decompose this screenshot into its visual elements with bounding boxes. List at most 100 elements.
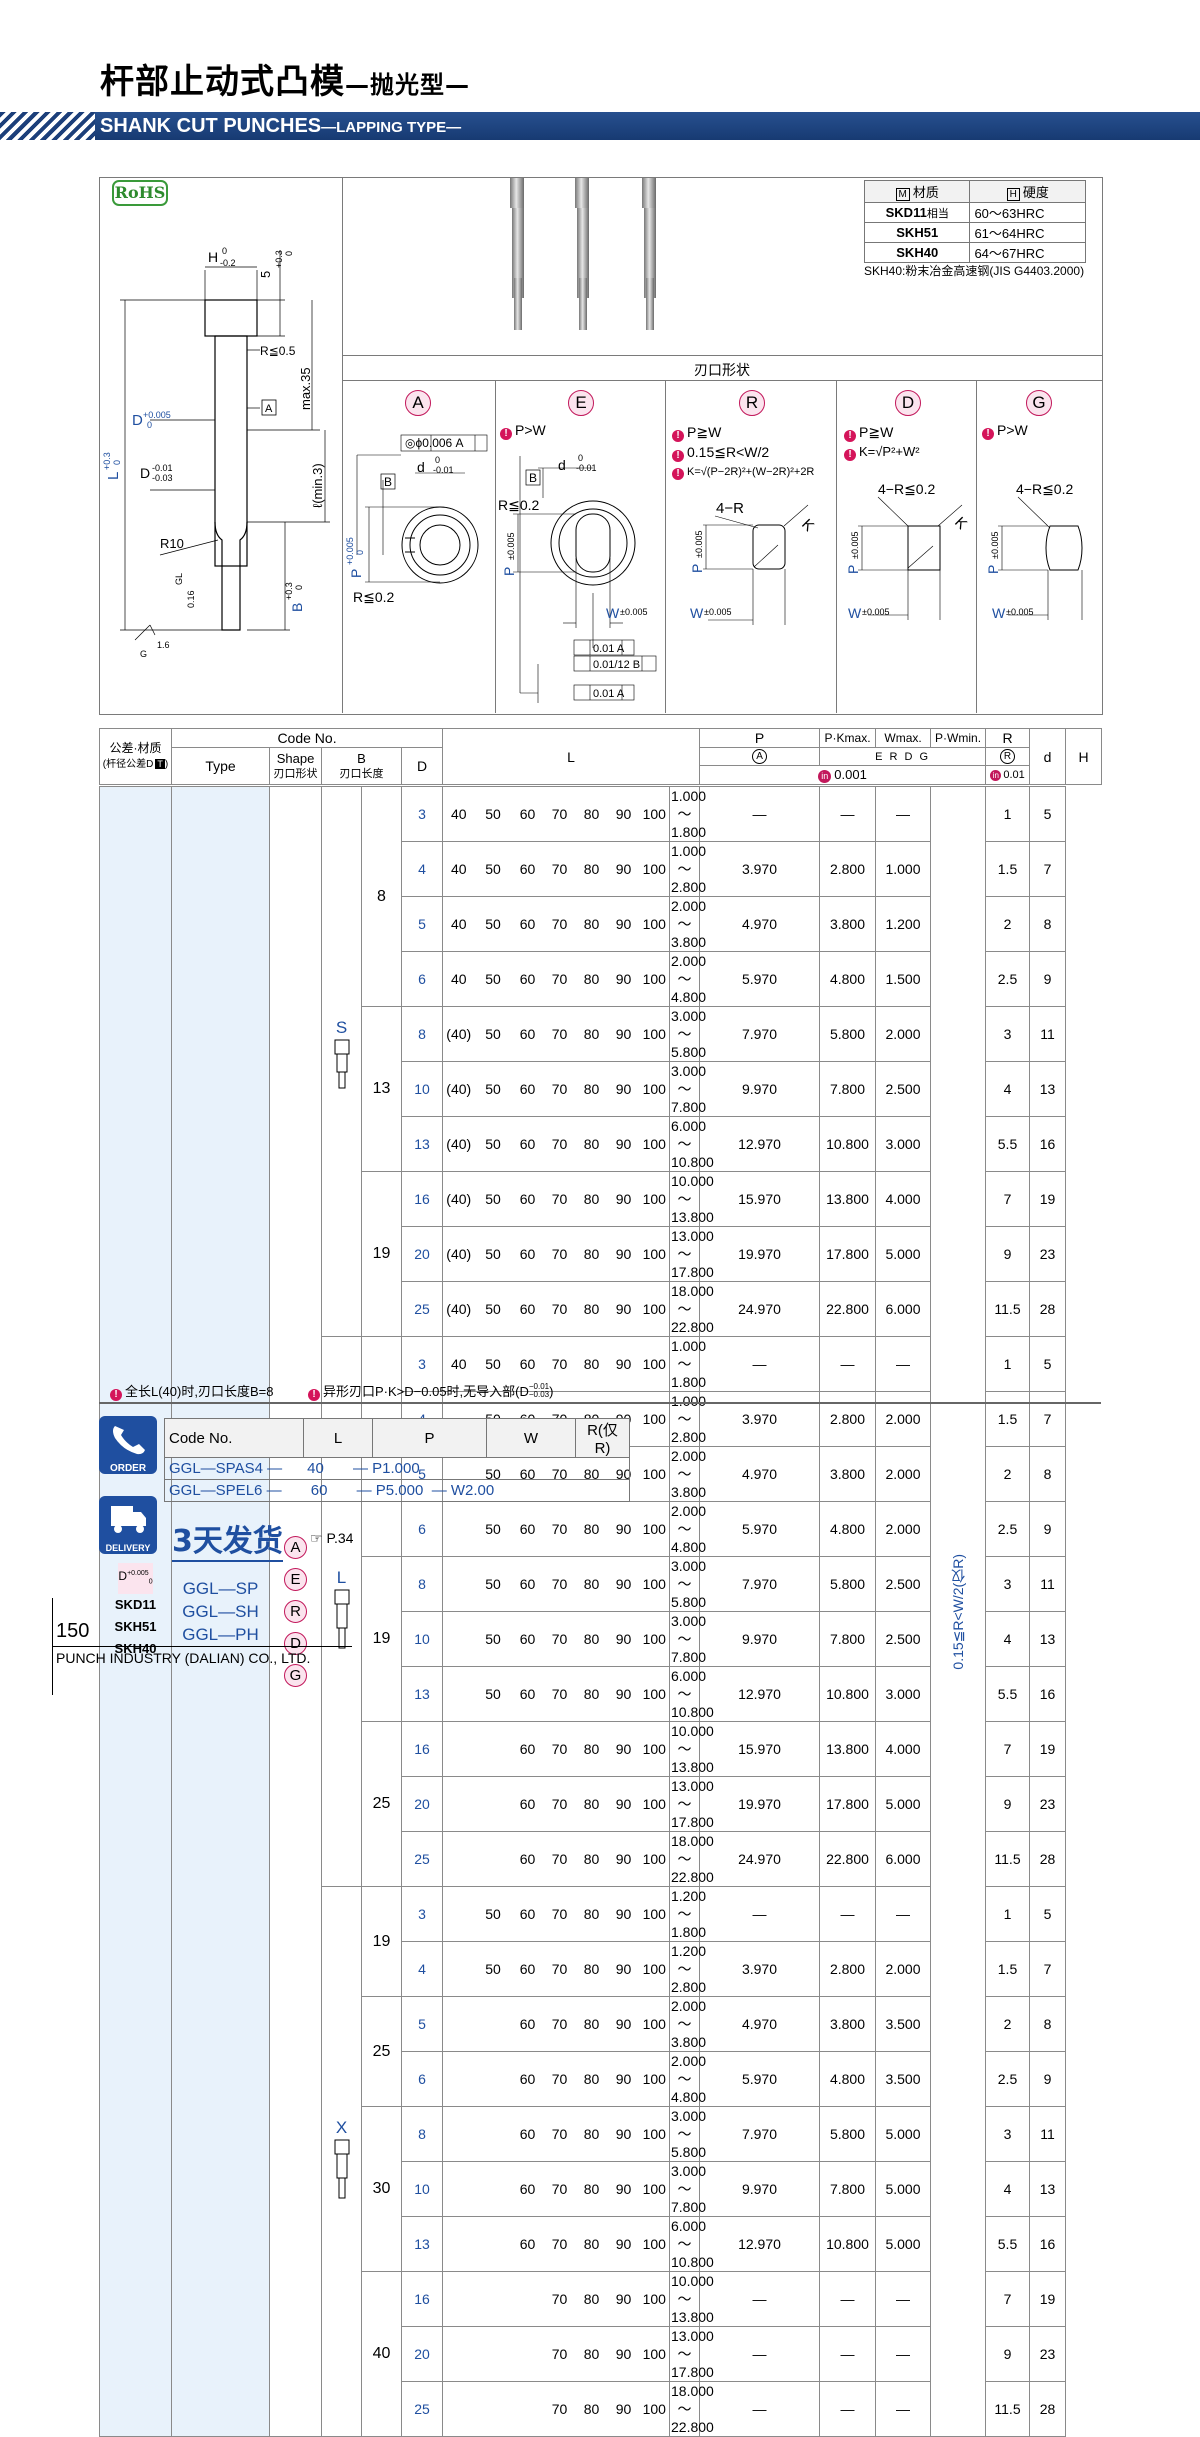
d-value: 3 — [401, 786, 443, 842]
l-value: 70 — [543, 1776, 576, 1832]
materials-note: SKH40:粉末冶金高速钢(JIS G4403.2000) — [864, 264, 1085, 278]
l-value: 100 — [639, 1556, 670, 1612]
b-value: 25 — [361, 1996, 402, 2107]
dim-l-tol-top: +0.3 — [102, 452, 112, 470]
shape-key-r: R — [284, 1600, 307, 1623]
th-p: P — [699, 728, 821, 748]
order-row: GGL—SPEL6 — 60 — P5.000 — W2.00 — [164, 1479, 630, 1502]
shape-r-4r: 4−R — [716, 500, 744, 517]
h-value: 8 — [1029, 1996, 1066, 2052]
d-value: 13 — [401, 2216, 443, 2272]
shape-e-note: !P>W — [500, 422, 546, 440]
l-value: 80 — [575, 1556, 608, 1612]
drawing-panel — [99, 177, 1103, 715]
shape-e-tol2: 0.01/12 B — [593, 659, 640, 671]
dd-value: 2 — [985, 896, 1030, 952]
shape-r-notes: !P≧W !0.15≦R<W/2 !K=√(P−2R)²+(W−2R)²+2R — [672, 422, 814, 482]
l-value — [474, 2381, 512, 2437]
w-max: 13.800 — [819, 1171, 876, 1227]
pk-max: 5.970 — [699, 1501, 820, 1557]
h-value: 19 — [1029, 1171, 1066, 1227]
w-max: — — [819, 1886, 876, 1942]
h-value: 28 — [1029, 1281, 1066, 1337]
dim-l-tol-bot: 0 — [112, 460, 122, 465]
l-value — [474, 1776, 512, 1832]
p-range: 3.000～ 5.800 — [669, 1006, 707, 1062]
h-value: 13 — [1029, 1611, 1066, 1667]
l-value — [442, 2051, 475, 2107]
d-value: 16 — [401, 1721, 443, 1777]
l-value: 90 — [607, 2161, 640, 2217]
l-value: 80 — [575, 2216, 608, 2272]
l-value — [511, 2326, 544, 2382]
l-value — [442, 1776, 475, 1832]
l-value: 100 — [639, 2326, 670, 2382]
shape-g-w: W — [992, 605, 1006, 621]
l-value: 70 — [543, 2271, 576, 2327]
l-value: 70 — [543, 896, 576, 952]
footnote-rule — [99, 1402, 1101, 1404]
pk-max: — — [699, 2326, 820, 2382]
pk-max: 3.970 — [699, 1941, 820, 1997]
l-value: 90 — [607, 841, 640, 897]
m-icon: M — [895, 188, 910, 201]
l-value: 90 — [607, 1886, 640, 1942]
p-range: 18.000～22.800 — [669, 1831, 714, 1887]
pw-min: 5.000 — [875, 2216, 931, 2272]
shape-a-tol: ◎ϕ0.006 A — [405, 436, 464, 450]
l-value: 80 — [575, 1006, 608, 1062]
pw-min: 2.000 — [875, 1446, 931, 1502]
l-value: 70 — [543, 2381, 576, 2437]
dim-d2-tol-bot: -0.03 — [152, 473, 173, 483]
phone-icon — [113, 1426, 145, 1455]
l-value: 80 — [575, 1721, 608, 1777]
shape-a-p-bot: 0 — [355, 550, 365, 555]
d-value: 16 — [401, 1171, 443, 1227]
pw-min: 3.500 — [875, 2051, 931, 2107]
dd-value: 1.5 — [985, 841, 1030, 897]
l-value: 70 — [543, 1171, 576, 1227]
l-value: 70 — [543, 841, 576, 897]
order-icon: ORDER — [99, 1416, 157, 1474]
shape-e-badge: E — [568, 390, 594, 416]
l-value: 80 — [575, 1886, 608, 1942]
l-value: 50 — [474, 1556, 512, 1612]
l-value — [442, 2161, 475, 2217]
p-range: 1.200～ 2.800 — [669, 1941, 707, 1997]
shape-d-badge: D — [895, 390, 921, 416]
l-value: (40) — [442, 1116, 475, 1172]
shape-group-s: S — [321, 786, 362, 1337]
d-value: 20 — [401, 1776, 443, 1832]
dim-r05: R≦0.5 — [260, 344, 296, 358]
l-value: 60 — [511, 1061, 544, 1117]
dd-value: 2.5 — [985, 2051, 1030, 2107]
shape-e-d-bot: -0.01 — [576, 463, 597, 473]
pw-min: 1.200 — [875, 896, 931, 952]
l-value — [511, 2381, 544, 2437]
l-value — [474, 1831, 512, 1887]
delivery-ref[interactable]: ☞ P.34 — [310, 1530, 354, 1546]
l-value: 100 — [639, 1776, 670, 1832]
pw-min: — — [875, 1886, 931, 1942]
l-value: 100 — [639, 1831, 670, 1887]
l-value: 50 — [474, 951, 512, 1007]
w-max: 2.800 — [819, 1941, 876, 1997]
l-value: 70 — [543, 1721, 576, 1777]
pw-min: 3.500 — [875, 1996, 931, 2052]
dim-h-tol-top: 0 — [222, 246, 227, 256]
shape-key-d: D — [284, 1632, 307, 1655]
p-range: 13.000～17.800 — [669, 1226, 714, 1282]
pw-min: 4.000 — [875, 1171, 931, 1227]
dd-value: 11.5 — [985, 1281, 1030, 1337]
dd-value: 7 — [985, 2271, 1030, 2327]
b-value: 30 — [361, 2106, 402, 2272]
h-value: 16 — [1029, 1116, 1066, 1172]
b-value: 8 — [361, 786, 402, 1007]
